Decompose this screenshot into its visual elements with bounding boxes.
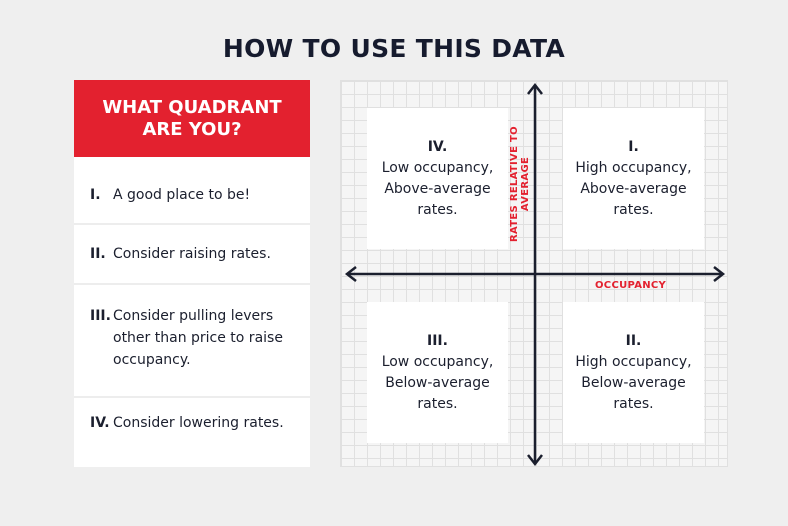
quadrant-number: IV. [427, 138, 448, 155]
quadrant-text-line: Above-average [580, 180, 687, 197]
quadrant-ii-box: II. High occupancy, Below-average rates. [563, 302, 704, 443]
list-item-number: I. [90, 187, 101, 203]
list-item-number: IV. [90, 415, 110, 431]
quadrant-text-line: rates. [613, 201, 654, 218]
x-axis-right-arrow [713, 266, 726, 282]
y-axis-top-arrow [527, 82, 543, 95]
quadrant-text-line: Below-average [385, 374, 490, 391]
list-item-number: II. [90, 246, 106, 262]
panel-header-line-2: ARE YOU? [142, 118, 242, 140]
quadrant-text-line: rates. [613, 395, 654, 412]
quadrant-number: II. [625, 332, 642, 349]
quadrant-iii-box: III. Low occupancy, Below-average rates. [367, 302, 508, 443]
panel-header-line-1: WHAT QUADRANT [102, 96, 282, 118]
quadrant-text-line: High occupancy, [575, 159, 692, 176]
divider [74, 396, 310, 398]
y-axis-label: RATES RELATIVE TO AVERAGE [509, 126, 531, 242]
quadrant-text-line: High occupancy, [575, 353, 692, 370]
quadrant-diagram: IV. Low occupancy, Above-average rates. … [340, 80, 728, 467]
quadrant-text-line: Low occupancy, [381, 353, 494, 370]
quadrant-iv-box: IV. Low occupancy, Above-average rates. [367, 108, 508, 249]
quadrant-guide-panel: WHAT QUADRANT ARE YOU? I. A good place t… [74, 80, 310, 467]
list-item-text: Consider raising rates. [113, 246, 271, 262]
divider [74, 223, 310, 225]
divider [74, 283, 310, 285]
page-title: HOW TO USE THIS DATA [222, 34, 566, 63]
quadrant-text-line: rates. [417, 201, 458, 218]
quadrant-number: I. [628, 138, 639, 155]
x-axis-left-arrow [344, 266, 357, 282]
list-item-text: Consider pulling levers other than price… [113, 308, 283, 368]
list-item-text: A good place to be! [113, 187, 251, 203]
quadrant-text-line: Below-average [581, 374, 686, 391]
list-item-text: Consider lowering rates. [113, 415, 284, 431]
quadrant-text-line: rates. [417, 395, 458, 412]
quadrant-text-line: Low occupancy, [381, 159, 494, 176]
panel-header: WHAT QUADRANT ARE YOU? [74, 80, 310, 157]
list-item-number: III. [90, 308, 111, 324]
quadrant-i-box: I. High occupancy, Above-average rates. [563, 108, 704, 249]
x-axis-label: OCCUPANCY [595, 280, 667, 291]
quadrant-text-line: Above-average [384, 180, 491, 197]
quadrant-number: III. [427, 332, 448, 349]
y-axis-bottom-arrow [527, 454, 543, 467]
axes [344, 82, 726, 467]
